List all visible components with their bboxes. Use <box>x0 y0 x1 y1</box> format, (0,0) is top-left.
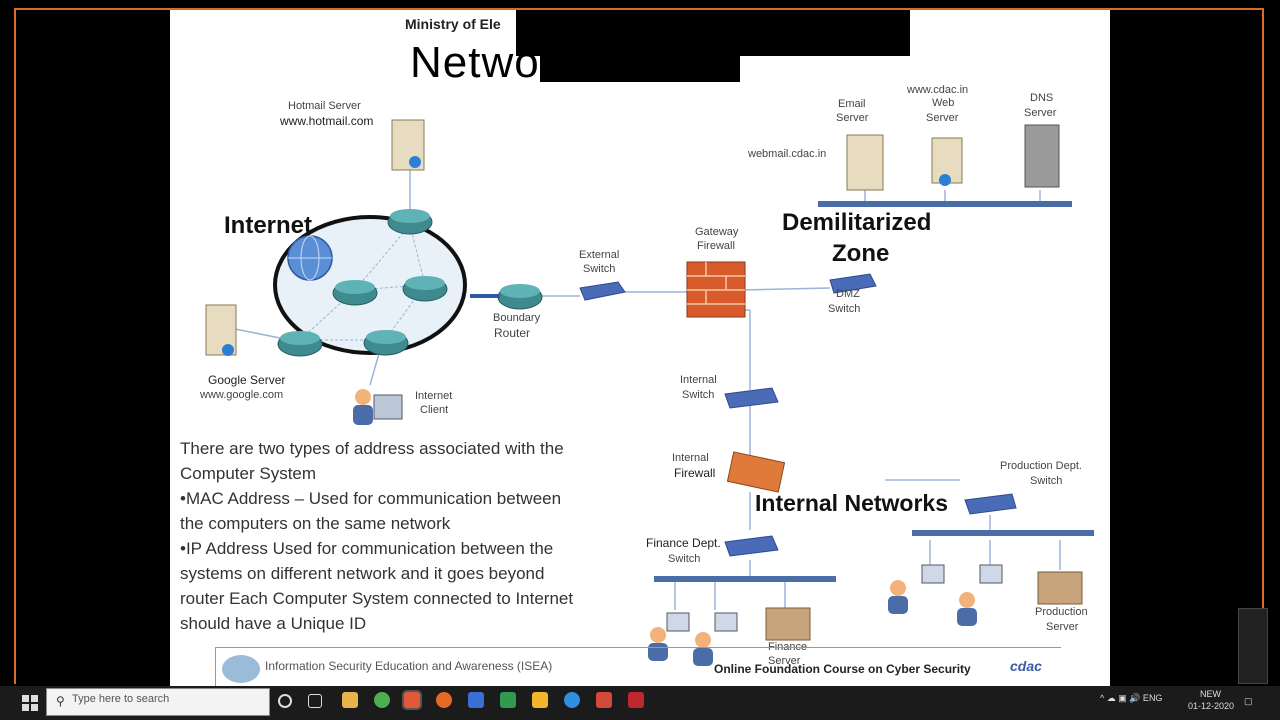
window-frame <box>14 8 1264 684</box>
slide-body-text: There are two types of address associate… <box>180 436 640 636</box>
system-tray-icons[interactable]: ^ ☁ ▣ 🔊 ENG <box>1100 693 1163 703</box>
boundary-router-label: Boundary <box>493 312 541 324</box>
outlook-icon[interactable] <box>468 692 484 708</box>
google-url-label: www.google.com <box>200 389 284 401</box>
external-switch-label: External <box>579 249 620 261</box>
internet-client-label: Internet <box>415 390 453 402</box>
cortana-icon[interactable] <box>278 694 292 708</box>
webmail-label: webmail.cdac.in <box>748 148 827 160</box>
internal-switch-label-2: Switch <box>682 389 715 401</box>
excel-icon[interactable] <box>500 692 516 708</box>
hotmail-server-label: Hotmail Server <box>288 100 361 112</box>
production-server-label: Production <box>1035 606 1088 618</box>
footer-course-text: Online Foundation Course on Cyber Securi… <box>714 662 971 676</box>
body-line: the computers on the same network <box>180 514 451 533</box>
production-server-label-2: Server <box>1046 621 1079 633</box>
external-switch-label-2: Switch <box>583 263 616 275</box>
task-view-icon[interactable] <box>308 694 322 708</box>
sticky-notes-icon[interactable] <box>532 692 548 708</box>
taskbar-clock[interactable]: NEW <box>1200 689 1221 699</box>
presentation-slide: Ministry of Ele Netwo ecture <box>170 10 1110 686</box>
dmz-zone-label-2: Zone <box>832 240 890 267</box>
cdac-web-label: www.cdac.in <box>907 84 969 96</box>
internal-switch-label: Internal <box>680 374 717 386</box>
search-placeholder: Type here to search <box>72 693 170 705</box>
redaction-block <box>516 10 910 56</box>
body-line: •MAC Address – Used for communication be… <box>180 489 562 508</box>
network-diagram <box>205 119 1094 666</box>
side-panel-handle[interactable] <box>1238 608 1268 684</box>
body-line: Computer System <box>180 464 317 483</box>
app-icon[interactable] <box>596 692 612 708</box>
finance-switch-label-2: Switch <box>668 553 701 565</box>
body-line: router Each Computer System connected to… <box>180 589 574 608</box>
body-line: systems on different network and it goes… <box>180 564 545 583</box>
windows-icon[interactable] <box>22 695 38 711</box>
search-icon: ⚲ <box>56 694 65 708</box>
slide-footer <box>215 647 1061 686</box>
isea-logo-icon <box>222 655 260 683</box>
body-line: There are two types of address associate… <box>180 439 564 458</box>
body-line: should have a Unique ID <box>180 614 367 633</box>
dmz-zone-label-1: Demilitarized <box>782 209 932 236</box>
cdac-web-label-3: Server <box>926 112 959 124</box>
cdac-logo: cdac <box>1010 658 1042 674</box>
internet-client-label-2: Client <box>420 404 449 416</box>
finance-server-label-2: Server <box>768 655 801 667</box>
acrobat-icon[interactable] <box>628 692 644 708</box>
taskbar-date[interactable]: 01-12-2020 <box>1188 701 1235 711</box>
internal-firewall-label-2: Firewall <box>674 466 716 480</box>
dmz-switch-label: DMZ <box>836 288 860 300</box>
powerpoint-icon[interactable] <box>402 690 422 710</box>
hotmail-url-label: www.hotmail.com <box>280 114 374 128</box>
gateway-firewall-label-2: Firewall <box>697 240 735 252</box>
footer-isea-text: Information Security Education and Aware… <box>265 659 553 673</box>
taskbar-search-box[interactable] <box>46 688 270 716</box>
firefox-icon[interactable] <box>436 692 452 708</box>
notification-icon[interactable]: ▢ <box>1244 696 1253 706</box>
email-server-label-2: Server <box>836 112 869 124</box>
production-switch-label-2: Switch <box>1030 475 1063 487</box>
dns-server-label-2: Server <box>1024 107 1057 119</box>
file-explorer-icon[interactable] <box>342 692 358 708</box>
production-switch-label: Production Dept. <box>1000 460 1082 472</box>
google-server-label: Google Server <box>208 373 286 387</box>
email-server-label: Email <box>838 98 866 110</box>
internet-zone-label: Internet <box>224 212 313 239</box>
finance-switch-label: Finance Dept. <box>646 536 721 550</box>
dns-server-label: DNS <box>1030 92 1054 104</box>
boundary-router-label-2: Router <box>494 326 531 340</box>
chrome-icon[interactable] <box>374 692 390 708</box>
cdac-web-label-2: Web <box>932 97 955 109</box>
internal-zone-label: Internal Networks <box>755 490 948 516</box>
edge-icon[interactable] <box>564 692 580 708</box>
internal-firewall-label: Internal <box>672 452 709 464</box>
redaction-block <box>540 50 740 82</box>
ministry-header: Ministry of Ele <box>405 16 501 32</box>
gateway-firewall-label: Gateway <box>695 226 739 238</box>
body-line: •IP Address Used for communication betwe… <box>180 539 554 558</box>
dmz-switch-label-2: Switch <box>828 303 861 315</box>
